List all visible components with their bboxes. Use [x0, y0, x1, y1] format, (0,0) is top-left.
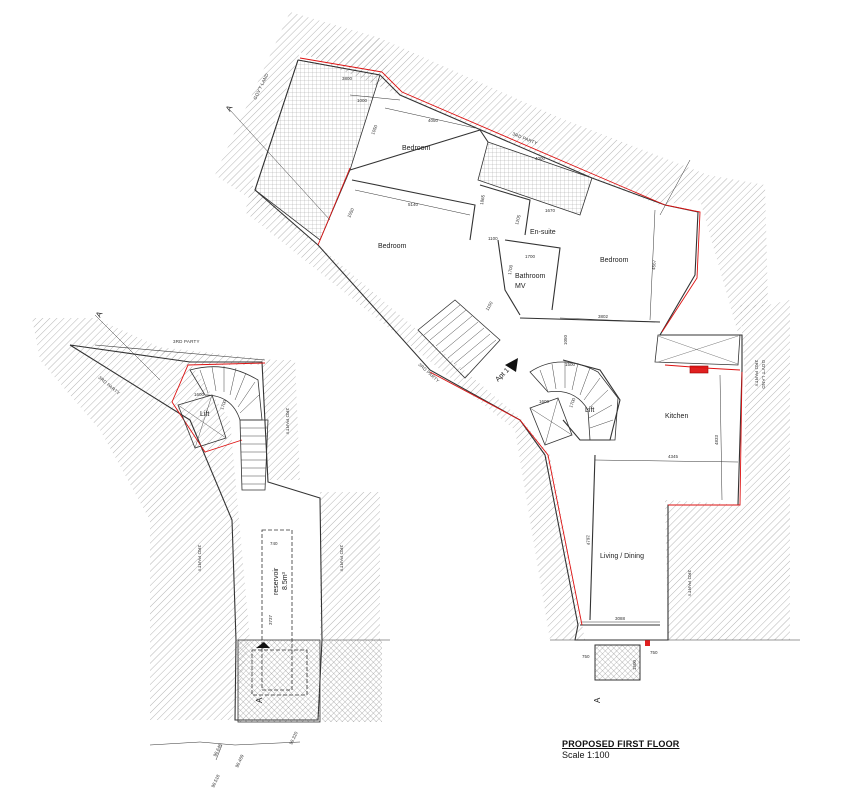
room-label-lift-left: Lift [200, 411, 209, 418]
dim-1865: 1865 [479, 194, 486, 205]
level-3: 98.518 [210, 773, 221, 788]
left-plan-walls [69, 344, 382, 723]
reservoir-volume: 8.5m³ [282, 571, 289, 590]
third-party-lower-right: 3RD PARTY [687, 570, 692, 597]
dim-3800: 3800 [342, 76, 353, 81]
plan-scale: Scale 1:100 [562, 750, 610, 760]
level-labels: 98.648 98.469 98.518 98.320 [210, 730, 299, 788]
room-label-bedroom-1: Bedroom [402, 145, 431, 152]
dim-1000: 1000 [357, 98, 368, 103]
room-labels: Bedroom Bedroom Bedroom En-suite Bathroo… [200, 145, 688, 595]
dim-4345: 4345 [668, 454, 679, 459]
section-marker-a-bottom-left: A [255, 697, 264, 703]
dim-1205: 1205 [514, 214, 522, 225]
room-label-bedroom-3: Bedroom [600, 257, 629, 264]
dim-750b: 750 [650, 650, 658, 655]
level-2: 98.469 [234, 753, 245, 768]
dim-1050: 1050 [370, 124, 378, 136]
dim-1150: 1150 [485, 300, 494, 311]
third-party-left-right: 3RD PARTY [285, 408, 290, 435]
left-plan-misc-lines [94, 314, 800, 761]
dim-1700b: 1700 [568, 397, 576, 409]
right-plan-dimension-lines [229, 94, 739, 623]
dim-1700: 1700 [525, 254, 536, 259]
right-plan-context-hatch [215, 12, 790, 640]
room-label-living-dining: Living / Dining [600, 553, 644, 560]
dim-3088: 3088 [615, 616, 626, 621]
dim-750a: 750 [582, 654, 590, 659]
dim-1100: 1100 [488, 236, 498, 241]
dim-4833: 4833 [714, 434, 719, 445]
dim-4567: 4567 [651, 259, 657, 270]
reservoir-label: reservoir [273, 567, 280, 595]
dim-3802: 3802 [598, 314, 609, 319]
section-marker-a-bottom-right: A [593, 697, 602, 703]
section-marker-a-top-right: A [224, 103, 235, 113]
dim-1700-v: 1700 [507, 264, 514, 275]
third-party-left-lower-right: 3RD PARTY [339, 545, 344, 572]
plan-title: PROPOSED FIRST FLOOR [562, 739, 680, 749]
right-plan-walls [254, 59, 743, 681]
right-plan-stairs [417, 299, 619, 446]
room-label-en-suite: En-suite [530, 229, 556, 236]
third-party-left-top: 3RD PARTY [173, 339, 200, 344]
dim-5140: 5140 [408, 202, 419, 207]
section-markers: A A A A [94, 103, 602, 703]
dim-1600: 1600 [539, 399, 550, 404]
third-party-right: 3RD PARTY [754, 360, 759, 387]
dim-740: 740 [270, 541, 278, 546]
dim-4050: 4050 [428, 118, 439, 123]
room-label-apartment: Apt 1 [494, 367, 511, 384]
dim-1050c: 1050 [563, 334, 568, 345]
level-4: 98.320 [288, 730, 299, 745]
dim-1700c: 1700 [219, 399, 227, 411]
title-block: PROPOSED FIRST FLOOR Scale 1:100 [562, 739, 680, 760]
room-label-bathroom-code: MV [515, 283, 526, 290]
dim-1050b: 1050 [346, 207, 355, 219]
dim-4000: 4000 [535, 156, 546, 161]
room-label-lift-right: Lift [585, 407, 594, 414]
room-label-bathroom: Bathroom [515, 273, 546, 280]
dim-3737: 3737 [268, 614, 273, 625]
dim-1670: 1670 [545, 208, 556, 213]
left-plan-stairs [177, 366, 269, 491]
right-plan-red-boundary [299, 57, 743, 626]
dimension-labels: 3800 1000 1050 4050 4000 1865 5140 1100 … [194, 76, 719, 670]
gov-land-right: GOV'T LAND [761, 360, 766, 389]
dim-1500: 1500 [565, 362, 576, 367]
third-party-left-lower-left: 3RD PARTY [197, 545, 202, 572]
room-label-bedroom-2: Bedroom [378, 243, 407, 250]
dim-4792: 4792 [585, 534, 591, 545]
dim-1600b: 1600 [194, 392, 205, 397]
section-marker-a-top-left: A [94, 309, 105, 319]
dim-1500b: 1500 [632, 659, 637, 670]
level-1: 98.648 [212, 742, 223, 757]
room-label-kitchen: Kitchen [665, 413, 688, 420]
